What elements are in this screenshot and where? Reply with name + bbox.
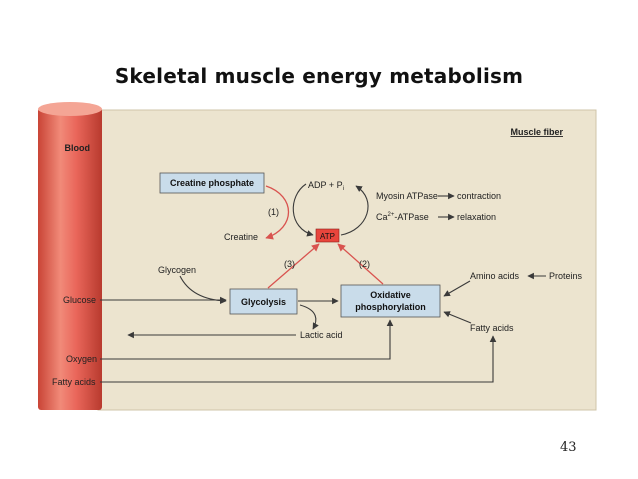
atp-cycle-loop	[292, 183, 314, 237]
relaxation-label: relaxation	[457, 212, 496, 222]
oxidative-phosphorylation-line2: phosphorylation	[355, 302, 426, 312]
blood-fatty-acids-arrow	[100, 335, 497, 383]
adp-pi-label: ADP + Pi	[308, 180, 344, 192]
oxygen-label: Oxygen	[66, 354, 97, 364]
creatine-label: Creatine	[224, 232, 258, 242]
glycogen-label: Glycogen	[158, 265, 196, 275]
glycolysis-to-atp-arrow	[267, 243, 320, 289]
oxidative-phosphorylation-box	[340, 284, 441, 318]
muscle-fiber-label: Muscle fiber	[510, 127, 563, 137]
blood-vessel	[38, 108, 102, 410]
step-3-label: (3)	[284, 259, 295, 269]
fatty-acids-to-oxphos-arrow	[443, 311, 472, 324]
lactic-acid-label: Lactic acid	[300, 330, 343, 340]
metabolism-diagram: Muscle fiber Blood Creatine phosphate Cr…	[38, 102, 597, 411]
ca-atpase-label: Ca2+-ATPase	[376, 212, 429, 222]
contraction-label: contraction	[457, 191, 501, 201]
creatine-phosphate-box	[159, 172, 265, 194]
glucose-label: Glucose	[63, 295, 96, 305]
glycolysis-label: Glycolysis	[241, 297, 286, 307]
fatty-acids-blood-label: Fatty acids	[52, 377, 96, 387]
creatine-shuttle-curve	[265, 185, 290, 240]
glycolysis-to-lactic-arrow	[299, 304, 319, 330]
oxidative-phosphorylation-line1: Oxidative	[370, 290, 411, 300]
proteins-label: Proteins	[549, 271, 583, 281]
atp-box	[315, 228, 340, 243]
oxygen-arrow	[100, 319, 394, 360]
glycolysis-box	[229, 288, 298, 315]
oxphos-to-atp-arrow	[337, 243, 384, 285]
blood-label: Blood	[65, 143, 91, 153]
blood-vessel-top	[38, 102, 102, 116]
fatty-acids-muscle-label: Fatty acids	[470, 323, 514, 333]
myosin-atpase-label: Myosin ATPase	[376, 191, 438, 201]
step-2-label: (2)	[359, 259, 370, 269]
creatine-phosphate-label: Creatine phosphate	[170, 178, 254, 188]
amino-acids-to-oxphos-arrow	[443, 280, 471, 297]
slide-number: 43	[560, 440, 577, 455]
atp-hydrolysis-curve	[340, 185, 369, 236]
atp-label: ATP	[320, 232, 335, 241]
amino-acids-label: Amino acids	[470, 271, 520, 281]
muscle-fiber-panel	[97, 109, 597, 411]
step-1-label: (1)	[268, 207, 279, 217]
slide-title: Skeletal muscle energy metabolism	[114, 64, 524, 88]
